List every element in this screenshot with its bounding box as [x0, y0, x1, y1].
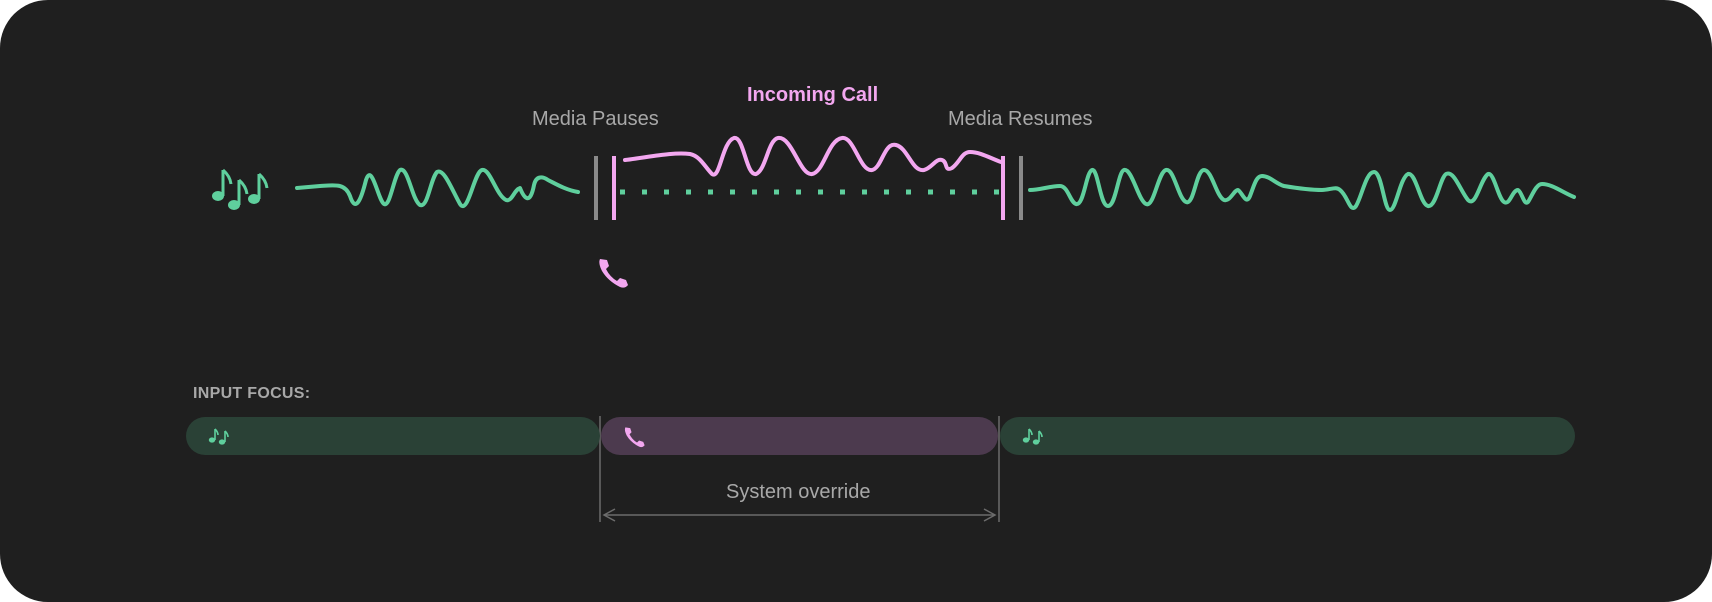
- call-focus-bar: [601, 417, 998, 455]
- phone-icon: [624, 427, 645, 448]
- incoming-call-label: Incoming Call: [747, 84, 879, 106]
- incoming-call-wave: [623, 136, 1003, 177]
- override-arrow-right-head: [983, 508, 997, 522]
- override-arrow-left-head: [602, 508, 616, 522]
- media-resumes-label: Media Resumes: [948, 108, 1093, 130]
- media-pauses-label: Media Pauses: [532, 108, 659, 130]
- music-notes-icon: [1022, 428, 1043, 445]
- input-focus-label: INPUT FOCUS:: [193, 385, 311, 402]
- system-override-label: System override: [726, 481, 871, 503]
- media-wave-before: [295, 167, 580, 209]
- media-focus-bar-before: [186, 417, 600, 455]
- media-wave-after: [1028, 167, 1576, 212]
- phone-icon: [599, 259, 628, 288]
- music-notes-icon: [208, 428, 229, 445]
- media-focus-bar-after: [1000, 417, 1575, 455]
- music-notes-icon: [212, 168, 269, 210]
